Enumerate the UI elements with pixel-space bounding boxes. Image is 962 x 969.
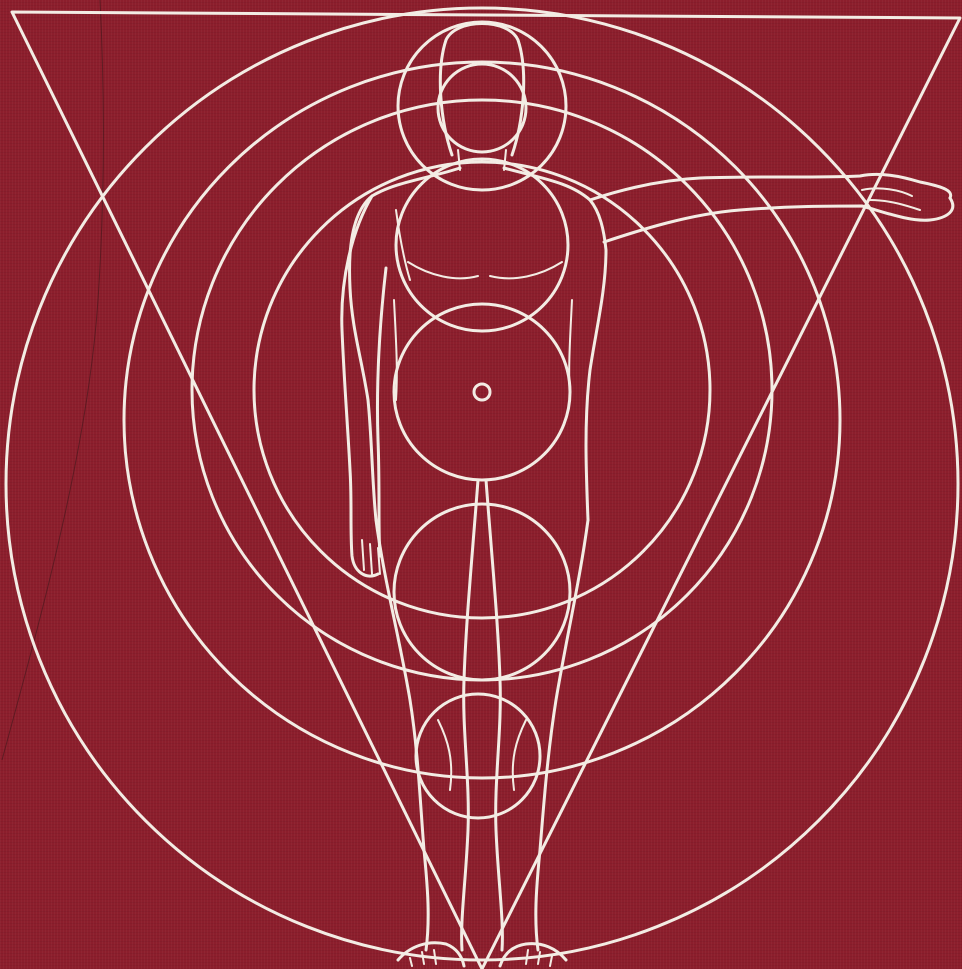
left-arm-inner (377, 268, 386, 556)
navel-circle (474, 384, 490, 400)
head-outline (440, 24, 523, 156)
knee-circle (416, 694, 540, 818)
left-arm-outer (342, 196, 378, 576)
thigh-circle (394, 504, 570, 680)
face-circle (438, 64, 526, 152)
chest-detail (396, 210, 562, 280)
middle-circle (192, 100, 772, 680)
left-hand (362, 540, 380, 574)
right-leg-inner (486, 480, 502, 950)
large-circle (124, 62, 840, 778)
torso-left (350, 168, 460, 520)
right-arm-top (590, 174, 951, 200)
left-leg-inner (462, 480, 478, 950)
right-leg-outer (536, 520, 588, 950)
